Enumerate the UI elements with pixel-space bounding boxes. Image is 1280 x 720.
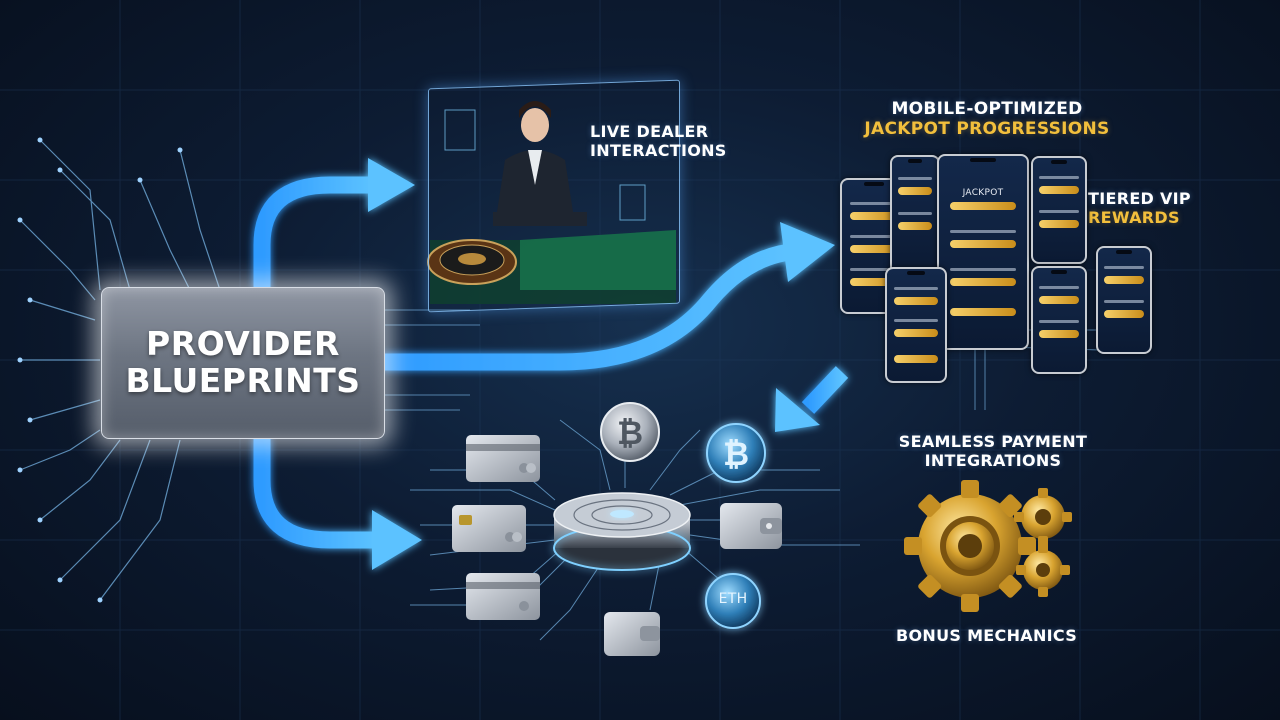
arrow-mobile-to-payments (801, 366, 849, 414)
ethereum-coin-icon (705, 573, 761, 629)
arrow-to-mobile (383, 243, 792, 371)
dealer-figure (493, 101, 587, 226)
arrowhead-live-dealer (368, 158, 415, 212)
smartphone-icon (1031, 156, 1087, 264)
credit-card-icon (466, 435, 540, 482)
hub-disc-icon (553, 492, 691, 571)
svg-text:₿: ₿ (723, 435, 749, 473)
arrowhead-payments (372, 510, 422, 570)
circuit-traces-left (19, 139, 221, 601)
gear-icon (1014, 488, 1072, 546)
arrow-to-payments (253, 437, 375, 549)
mobile-jackpot-label: MOBILE-OPTIMIZED JACKPOT PROGRESSIONS (864, 99, 1110, 140)
bitcoin-icon: ₿ (706, 423, 766, 483)
smartphone-icon (1031, 266, 1087, 374)
smartphone-icon: JACKPOT (937, 154, 1029, 350)
provider-blueprints-box: PROVIDER BLUEPRINTS (101, 287, 385, 439)
arrowhead-mobile-to-payments (775, 388, 820, 432)
wallet-icon (604, 612, 660, 656)
bonus-mechanics-label: BONUS MECHANICS (896, 626, 1078, 645)
smartphone-icon (885, 267, 947, 383)
credit-card-icon (452, 505, 526, 552)
svg-text:₿: ₿ (617, 414, 643, 452)
payment-integrations-label: SEAMLESS PAYMENT INTEGRATIONS (898, 432, 1088, 471)
smartphone-icon (890, 155, 940, 277)
bitcoin-icon: ₿ (600, 402, 660, 462)
gear-icon (904, 480, 1036, 612)
arrowhead-mobile (780, 222, 835, 282)
live-dealer-label: LIVE DEALER INTERACTIONS (590, 122, 727, 161)
credit-card-icon (466, 573, 540, 620)
provider-label-line1: PROVIDER (146, 324, 340, 364)
live-dealer-scene (427, 101, 676, 304)
smartphone-icon (1096, 246, 1152, 354)
eth-label: ETH (718, 591, 748, 607)
roulette-wheel-icon (427, 239, 517, 285)
wallet-icon (720, 503, 782, 549)
phone-jackpot-title: JACKPOT (962, 188, 1004, 198)
flow-arrows (253, 158, 849, 570)
circuit-nodes-left (17, 137, 183, 603)
vip-rewards-label: TIERED VIP REWARDS (1088, 189, 1191, 228)
arrow-to-live-dealer (253, 176, 372, 290)
live-dealer-panel (428, 79, 680, 313)
provider-label-line2: BLUEPRINTS (125, 361, 361, 400)
gear-icon (1016, 543, 1070, 597)
